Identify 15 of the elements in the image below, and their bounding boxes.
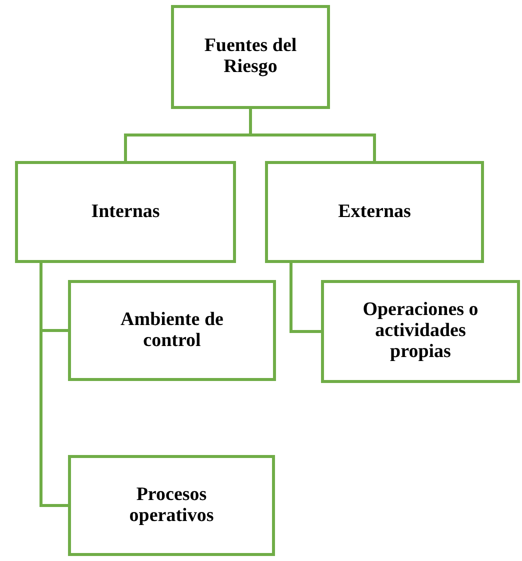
category-box: [68, 280, 276, 381]
box-label: Fuentes del Riesgo: [203, 36, 298, 78]
category-box: [321, 280, 520, 383]
category-box: [265, 161, 484, 263]
box-label: Externas: [337, 202, 412, 222]
category-box: [171, 5, 330, 109]
box-label: Procesos operativos: [128, 484, 215, 526]
connector-line: [40, 263, 68, 507]
box-label: Ambiente de control: [120, 310, 224, 352]
category-box: [68, 455, 275, 556]
box-label: Internas: [90, 202, 161, 222]
category-box: [15, 161, 236, 263]
box-label: Operaciones o actividades propias: [362, 300, 480, 363]
connector-line: [290, 263, 321, 333]
connector-line: [249, 109, 376, 161]
